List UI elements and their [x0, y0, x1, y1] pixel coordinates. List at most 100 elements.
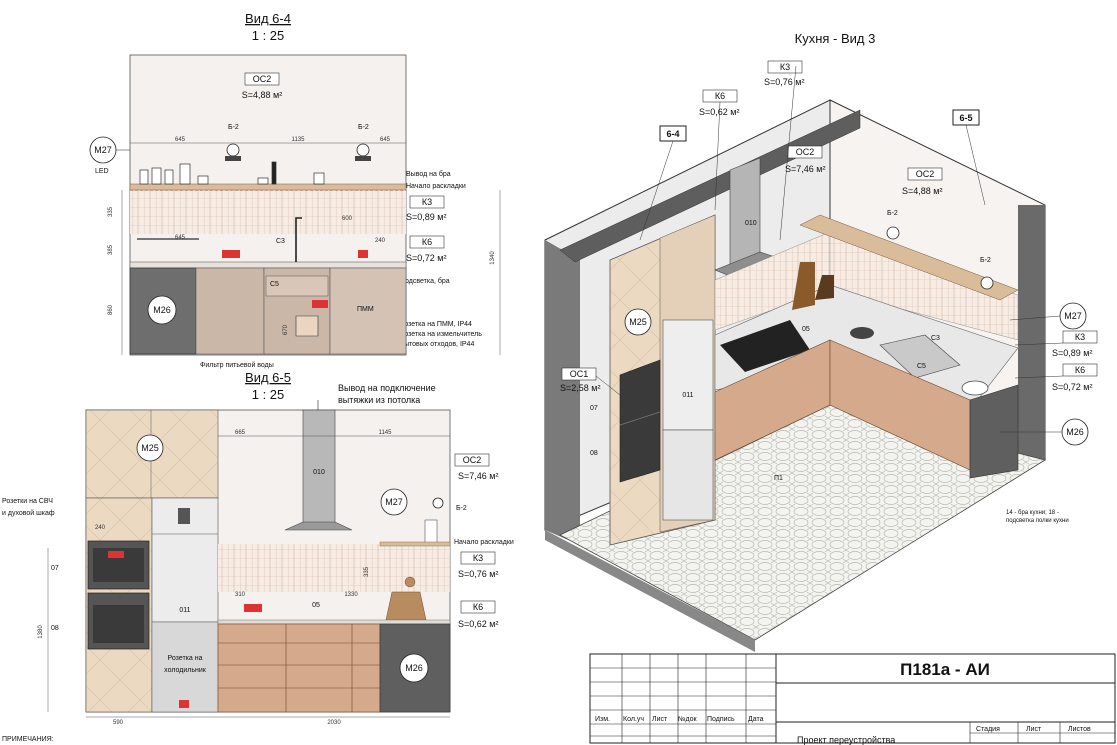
iso-o10: 010 [745, 220, 757, 227]
iso-oc2b: ОС2 [916, 169, 935, 179]
view-6-4-m26: М26 [153, 305, 171, 315]
view-6-5-k3-area: S=0,76 м² [458, 569, 498, 579]
view-6-4-note-filter: Фильтр питьевой воды [200, 361, 274, 369]
iso-m27: М27 [1064, 311, 1082, 321]
view-6-5-note-hood-1: Вывод на подключение [338, 383, 436, 393]
iso-oc2b-area: S=4,88 м² [902, 186, 942, 196]
iso-b2b: Б-2 [980, 257, 991, 264]
view-6-4-oc2-label: ОС2 [253, 74, 272, 84]
stamp-sheet: Лист [1026, 726, 1042, 733]
view-6-5-hood [302, 409, 336, 526]
iso-oc2a: ОС2 [796, 147, 815, 157]
iso-o5: 05 [802, 326, 810, 333]
view-6-5-note-ovensock-2: и духовой шкаф [2, 509, 55, 517]
view-6-5-note-hood-2: вытяжки из потолка [338, 395, 420, 405]
view-6-4-sconce-right-icon [356, 143, 370, 157]
view-6-5-dim-7: 590 [113, 720, 124, 726]
view-isometric: Кухня - Вид 3 011 М25 07 08 010 [544, 31, 1098, 652]
view-6-5-o7: 07 [51, 565, 59, 572]
view-6-5-note-fridge-1: Розетка на [168, 655, 203, 662]
iso-sconce-2-icon [980, 276, 994, 290]
view-6-4-k3: К3 [422, 197, 432, 207]
iso-tag-6-4: 6-4 [666, 129, 679, 139]
view-6-4-jars [139, 161, 325, 185]
iso-oc1: ОС1 [570, 369, 589, 379]
stamp-h-ndok: №док [678, 716, 697, 723]
iso-b2a: Б-2 [887, 210, 898, 217]
view-6-4-dim-2: 1135 [292, 137, 306, 143]
iso-c3: С3 [931, 335, 940, 342]
view-6-5-title: Вид 6-5 [245, 370, 291, 385]
view-6-4-b2-left: Б-2 [228, 124, 239, 131]
view-6-5-oc2-area: S=7,46 м² [458, 471, 498, 481]
view-6-5-dim-1: 665 [235, 430, 246, 436]
iso-k6-area: S=0,62 м² [699, 107, 739, 117]
title-block: П181а - АИ Проект переустройства Изм. Ко… [589, 653, 1116, 745]
view-6-4-dim-3: 645 [380, 137, 391, 143]
view-6-4-note-light: Подсветка, бра [400, 277, 450, 285]
view-6-5-dim-4: 310 [235, 592, 246, 598]
view-6-5-dim-6: 335 [364, 566, 370, 577]
view-6-5-o10: 010 [313, 469, 325, 476]
view-6-4-backsplash [130, 190, 406, 234]
stamp-code: П181а - АИ [900, 660, 990, 679]
view-6-4-note-sock2: Розетка на измельчитель [400, 331, 482, 338]
view-6-4-b2-right: Б-2 [358, 124, 369, 131]
view-6-4-dim-8: 385 [108, 244, 114, 255]
view-6-5-m25: М25 [141, 443, 159, 453]
view-6-4-title: Вид 6-4 [245, 11, 291, 26]
view-6-4-dim-1: 645 [175, 137, 186, 143]
iso-hood [729, 157, 761, 267]
view-6-5-scale: 1 : 25 [252, 387, 285, 402]
iso-fridge [662, 319, 714, 431]
view-6-4-socket-icon [312, 300, 328, 308]
view-6-4-k6: К6 [422, 237, 432, 247]
iso-p1: П1 [774, 475, 783, 482]
view-6-4-dim-5: 645 [175, 235, 186, 241]
view-6-4-dim-9: 860 [108, 304, 114, 315]
view-6-5-dim-9: 1380 [38, 625, 44, 639]
iso-o8: 08 [590, 450, 598, 457]
view-6-4-k6-area: S=0,72 м² [406, 253, 446, 263]
view-6-4-note-bra: Вывод на бра [406, 170, 451, 178]
view-6-4-m27: М27 [94, 145, 112, 155]
view-6-5-backsplash [218, 544, 450, 592]
view-6-5-k3: К3 [473, 553, 483, 563]
stamp-h-izm: Изм. [595, 716, 610, 723]
iso-note-1: 14 - бра кухни; 18 - [1006, 510, 1059, 516]
iso-m26: М26 [1066, 427, 1084, 437]
iso-k3b: К3 [1075, 332, 1085, 342]
iso-k3b-area: S=0,89 м² [1052, 348, 1092, 358]
iso-title: Кухня - Вид 3 [795, 31, 876, 46]
view-6-5-note-fridge-2: холодильник [164, 667, 207, 674]
view-6-5-m27: М27 [385, 497, 403, 507]
stamp-stage: Стадия [976, 726, 1000, 733]
view-6-4-dim-6: 240 [375, 238, 386, 244]
view-6-5-dim-5: 1330 [344, 592, 358, 598]
view-6-5-m26: М26 [405, 663, 423, 673]
stamp-sheets: Листов [1068, 726, 1091, 733]
notes-label: ПРИМЕЧАНИЯ: [2, 736, 54, 743]
iso-k6b: К6 [1075, 365, 1085, 375]
stamp-project: Проект переустройства [797, 735, 895, 745]
view-6-5-o8: 08 [51, 625, 59, 632]
iso-k3-area: S=0,76 м² [764, 77, 804, 87]
view-6-5-note-start: Начало раскладки [454, 539, 514, 546]
view-6-4-note-sock3: бытовых отходов, IP44 [400, 340, 474, 348]
view-6-5-oc2: ОС2 [463, 455, 482, 465]
view-6-5: Вид 6-5 1 : 25 Вывод на подключение вытя… [2, 370, 514, 726]
view-6-4-sconce-left-icon [226, 143, 240, 157]
view-6-5-sconce-icon [432, 497, 444, 509]
view-6-5-drawers [217, 623, 381, 713]
iso-c5: С5 [917, 363, 926, 370]
iso-tag-6-5: 6-5 [959, 113, 972, 123]
view-6-4-dim-7: 335 [108, 206, 114, 217]
view-6-4-dim-4: 600 [342, 216, 353, 222]
iso-o7: 07 [590, 405, 598, 412]
view-6-4-note-start: Начало раскладки [406, 183, 466, 190]
view-6-4-k3-area: S=0,89 м² [406, 212, 446, 222]
view-6-5-dim-3: 240 [95, 525, 106, 531]
iso-k6: К6 [715, 91, 725, 101]
stamp-h-podp: Подпись [707, 716, 735, 723]
view-6-4-dim-11: 670 [283, 324, 289, 335]
